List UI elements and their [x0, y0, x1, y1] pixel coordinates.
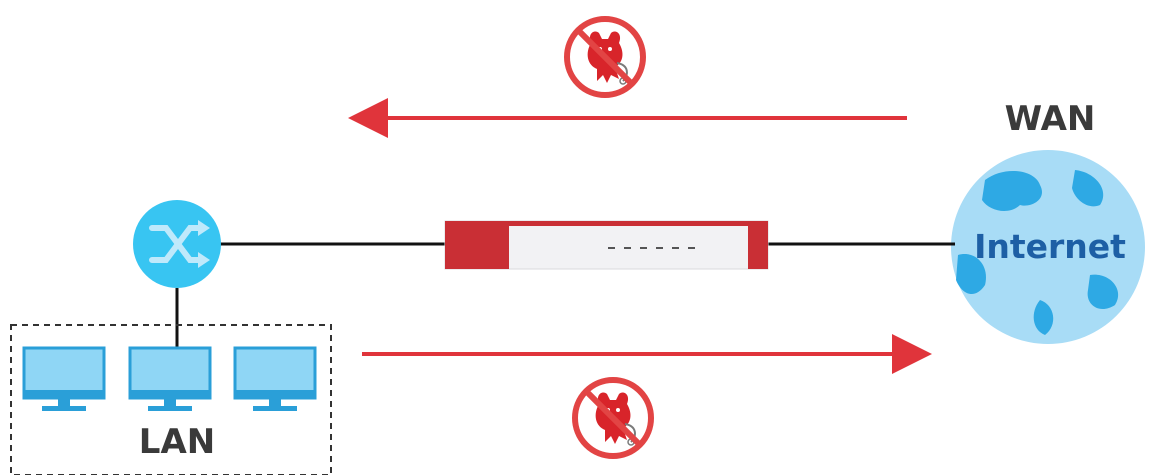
- blocked-malware-icon-bottom: [575, 380, 651, 456]
- firewall-appliance-icon: [444, 220, 769, 270]
- desktop-monitor-icon: [233, 346, 317, 413]
- lan-group-box: [10, 324, 332, 475]
- internet-label: Internet: [974, 227, 1126, 266]
- switch-arrows-icon: [133, 200, 221, 288]
- desktop-monitor-icon: [128, 346, 212, 413]
- wan-label: WAN: [1005, 99, 1096, 139]
- globe-internet-icon: Internet: [951, 150, 1145, 344]
- blocked-malware-icon-top: [567, 19, 643, 95]
- desktop-monitor-icon: [22, 346, 106, 413]
- lan-label: LAN: [139, 422, 215, 462]
